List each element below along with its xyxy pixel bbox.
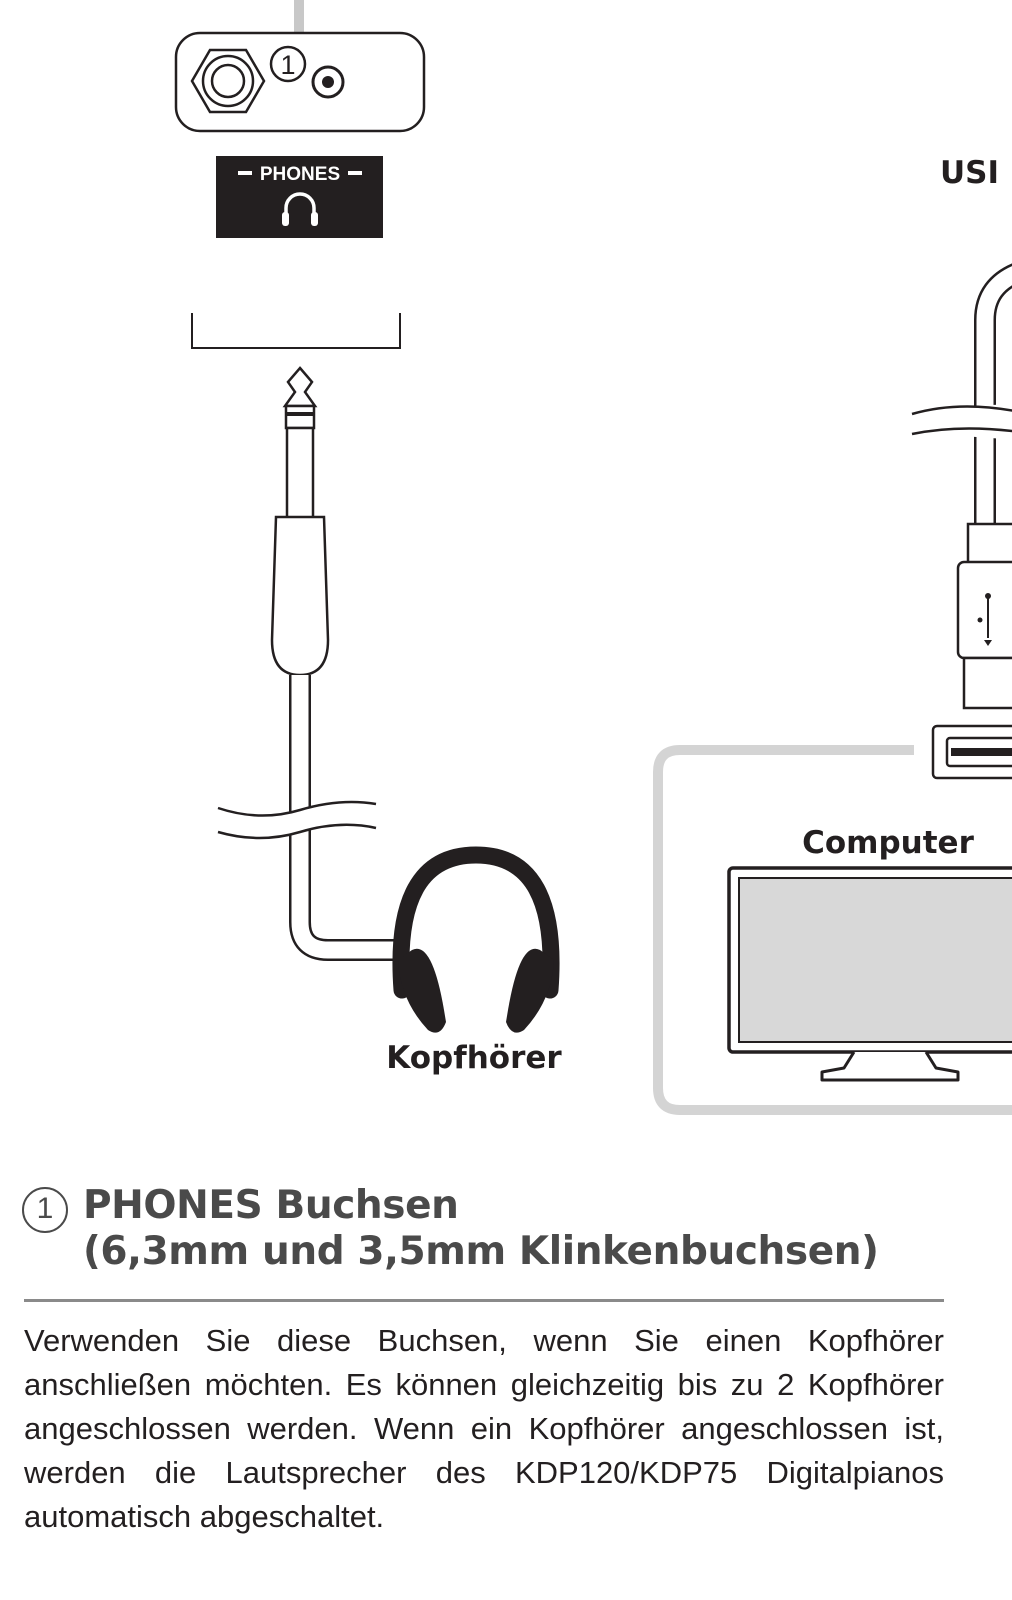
computer-frame [653, 745, 1012, 1115]
panel-leader-line [294, 0, 304, 34]
headphone-cable [210, 675, 398, 961]
phones-jack-panel: 1 [174, 31, 426, 133]
phones-label: PHONES [260, 164, 340, 185]
section-title-line-2: (6,3mm und 3,5mm Klinkenbuchsen) [83, 1229, 879, 1274]
connection-diagram: 1 PHONES [174, 0, 1012, 1115]
monitor-icon [727, 866, 1012, 1082]
usb-label: USI [940, 155, 999, 191]
usb-plug-icon [956, 522, 1012, 710]
insertion-bracket [191, 313, 401, 349]
callout-number-icon: 1 [269, 45, 307, 83]
callout-number: 1 [280, 50, 295, 80]
section-body-text: Verwenden Sie diese Buchsen, wenn Sie ei… [24, 1323, 944, 1534]
headphones-label: Kopfhörer [386, 1040, 562, 1076]
usb-port-icon [931, 724, 1012, 780]
headphone-plug-icon [270, 366, 330, 677]
phones-label-box: PHONES [216, 156, 383, 238]
section-divider [24, 1299, 944, 1302]
large-jack-icon [190, 48, 266, 114]
section-number-icon: 1 [22, 1187, 68, 1233]
computer-label: Computer [802, 825, 974, 861]
small-jack-icon [311, 65, 345, 99]
usb-symbol-icon [977, 593, 992, 646]
section-title-line-1: PHONES Buchsen [83, 1183, 459, 1228]
headphones-icon [392, 846, 560, 1033]
usb-cable [905, 263, 1012, 525]
headphones-small-icon [282, 192, 318, 226]
